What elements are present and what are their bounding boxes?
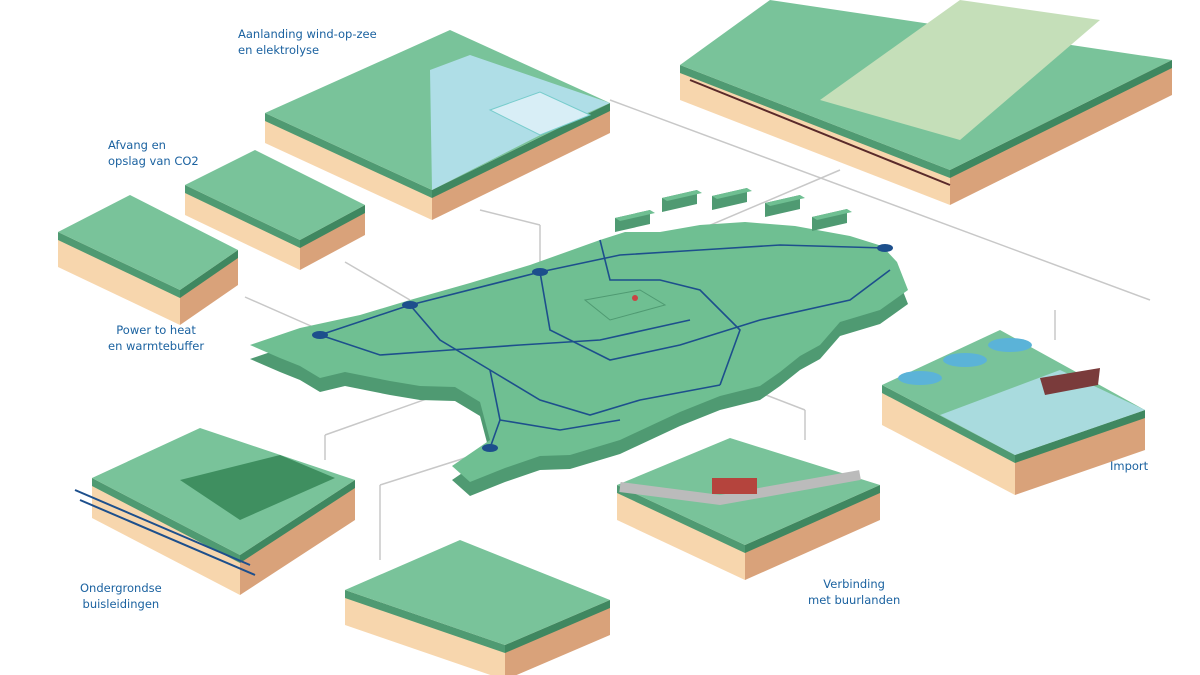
storage-tank [943, 353, 987, 367]
block-neighbours-turf-left [617, 485, 745, 553]
city-area [820, 0, 1100, 140]
block-co2-turf-right [300, 205, 365, 248]
grid-node [532, 268, 548, 276]
block-import-front-right [1015, 410, 1145, 495]
block-substation-turf-right [505, 600, 610, 653]
wadden-island-top [712, 188, 752, 199]
block-heat-front-left [58, 232, 180, 325]
power-grid-line [599, 239, 741, 386]
block-wind-turf-right [432, 103, 610, 198]
connector-line [479, 209, 541, 226]
block-substation-turf-left [345, 590, 505, 653]
block-heat-turf-left [58, 232, 180, 298]
location-marker [632, 295, 638, 301]
label-wind-op-zee: Aanlanding wind-op-zee en elektrolyse [238, 27, 377, 57]
block-heat-top [58, 195, 238, 290]
wadden-island-top [765, 195, 805, 206]
block-city-front-left [680, 65, 950, 205]
block-city-turf-right [950, 60, 1172, 178]
wadden-island-top [615, 210, 655, 221]
storage-tank [988, 338, 1032, 352]
block-import-turf-left [882, 385, 1015, 463]
label-power-to-heat: Power to heat en warmtebuffer [108, 323, 205, 353]
block-heat-front-right [180, 250, 238, 325]
block-neighbours-front-left [617, 485, 745, 580]
flevoland [583, 289, 667, 321]
label-co2-opslag: Afvang en opslag van CO2 [108, 138, 199, 168]
label-ondergrondse-buisleidingen: Ondergrondse buisleidingen [80, 581, 162, 611]
wadden-island-top [812, 209, 852, 220]
harbour-water [940, 370, 1145, 455]
farm-field [180, 455, 335, 520]
tanker-ship [1040, 368, 1100, 395]
block-wind-turf-left [265, 113, 432, 198]
bus [712, 478, 757, 494]
offshore-wind-platform [488, 91, 592, 136]
block-farm-turf-left [92, 478, 240, 563]
road [619, 470, 861, 506]
grid-node [312, 331, 328, 339]
connector-line [609, 99, 1151, 301]
power-grid-line [409, 304, 721, 416]
pipeline [74, 489, 251, 566]
block-co2-turf-left [185, 185, 300, 248]
power-grid-line [539, 269, 891, 361]
label-verbinding-buurlanden: Verbinding met buurlanden [808, 577, 901, 607]
storage-tank [898, 371, 942, 385]
power-grid-line [319, 319, 691, 356]
connector-line [344, 261, 411, 301]
label-import: Import [1110, 459, 1149, 473]
grid-node [877, 244, 893, 252]
grid-node [402, 301, 418, 309]
block-heat-turf-right [180, 250, 238, 298]
power-grid-line [499, 419, 621, 431]
block-neighbours-front-right [745, 485, 880, 580]
block-farm-turf-right [240, 480, 355, 563]
block-substation-top [345, 540, 610, 645]
wadden-island-top [662, 190, 702, 201]
block-co2-top [185, 150, 365, 240]
block-import-front-left [882, 385, 1015, 495]
block-city-turf-left [680, 65, 950, 178]
block-import-turf-right [1015, 410, 1145, 463]
block-city-front-right [950, 60, 1172, 205]
block-neighbours-turf-right [745, 485, 880, 553]
block-farm-front-right [240, 480, 355, 595]
connector-line [244, 296, 321, 331]
map-netherlands [250, 222, 908, 482]
underground-cable [689, 79, 951, 186]
grid-node [482, 444, 498, 452]
pipeline [79, 499, 256, 576]
